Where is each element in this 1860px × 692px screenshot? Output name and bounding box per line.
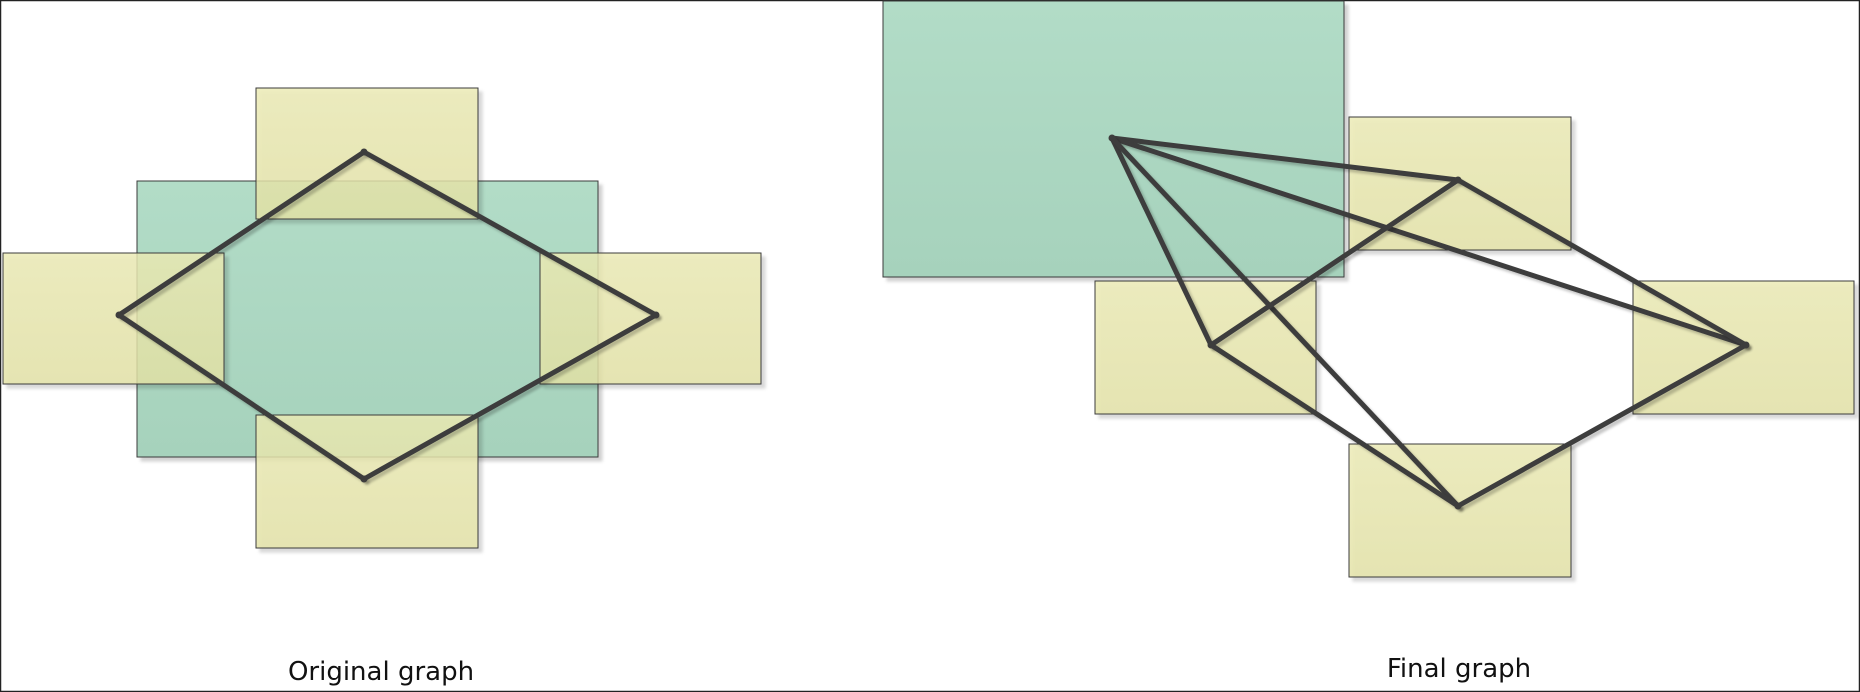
final-node-left — [1207, 341, 1215, 349]
final-edge-hub-bottom — [1109, 135, 1461, 509]
final-edge-right-bottom — [1455, 342, 1749, 509]
final-node-bottom — [1454, 502, 1462, 510]
original-node-left — [115, 311, 123, 319]
original-edge-top-left — [116, 149, 367, 318]
original-edge-top-right — [361, 149, 659, 318]
original-graph: Original graph — [2, 87, 762, 687]
final-graph-edges — [1108, 134, 1750, 510]
original-edge-left-bottom — [116, 312, 367, 482]
original-node-top — [360, 148, 368, 156]
final-node-hub — [1108, 134, 1116, 142]
final-node-top — [1454, 176, 1462, 184]
original-node-right — [652, 311, 660, 319]
final-graph-caption: Final graph — [1387, 654, 1531, 684]
original-node-bottom — [360, 475, 368, 483]
original-edge-right-bottom — [361, 312, 659, 482]
final-edge-top-right — [1455, 177, 1749, 348]
original-graph-caption: Original graph — [288, 657, 474, 687]
final-edge-hub-top — [1109, 135, 1461, 183]
final-edge-hub-left — [1109, 135, 1214, 348]
final-graph: Final graph — [882, 0, 1855, 684]
final-node-right — [1742, 341, 1750, 349]
final-edge-left-bottom — [1208, 342, 1461, 509]
final-edge-hub-right — [1109, 135, 1749, 348]
original-graph-edges — [115, 148, 660, 483]
final-graph-boxes — [882, 0, 1855, 578]
final-edge-top-left — [1208, 177, 1461, 348]
